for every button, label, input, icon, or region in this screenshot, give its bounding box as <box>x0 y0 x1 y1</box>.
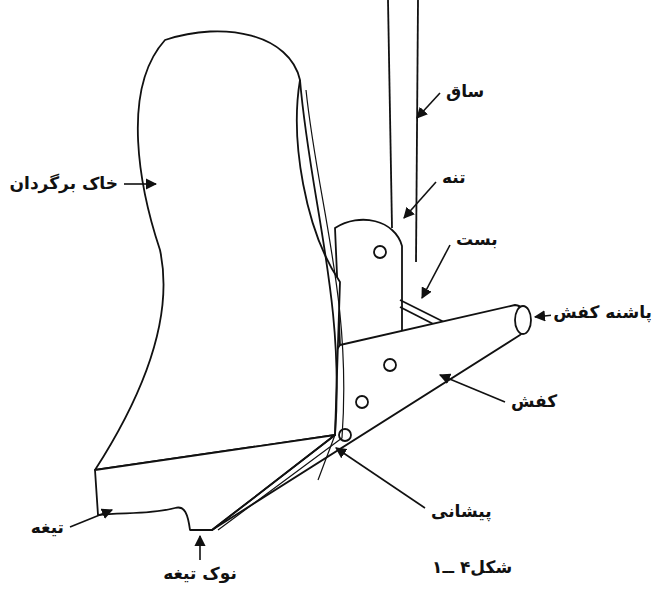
shin <box>218 90 344 530</box>
bolt <box>374 246 386 258</box>
shank-line <box>388 0 392 228</box>
moldboard <box>95 31 340 470</box>
figure-caption: شکل۴ ــ۱ <box>430 556 514 578</box>
part-label: بست <box>454 228 500 250</box>
shank-line <box>416 0 418 262</box>
share <box>95 435 335 530</box>
part-label: کفش <box>509 390 559 412</box>
part-label: پاشنه کفش <box>551 301 654 323</box>
part-label: خاک برگردان <box>8 172 120 194</box>
part-label: نوک تیغه <box>161 562 239 584</box>
part-label: پیشانی <box>429 500 494 522</box>
part-label: تیغه <box>29 516 66 538</box>
shin-joint <box>318 435 335 480</box>
part-label: تنه <box>440 166 468 188</box>
part-label: ساق <box>444 80 486 102</box>
shin <box>212 80 337 530</box>
landside-heel <box>515 306 531 334</box>
bolt <box>384 359 396 371</box>
frog <box>335 220 402 345</box>
bolt <box>356 396 368 408</box>
leader-lines <box>70 93 563 560</box>
